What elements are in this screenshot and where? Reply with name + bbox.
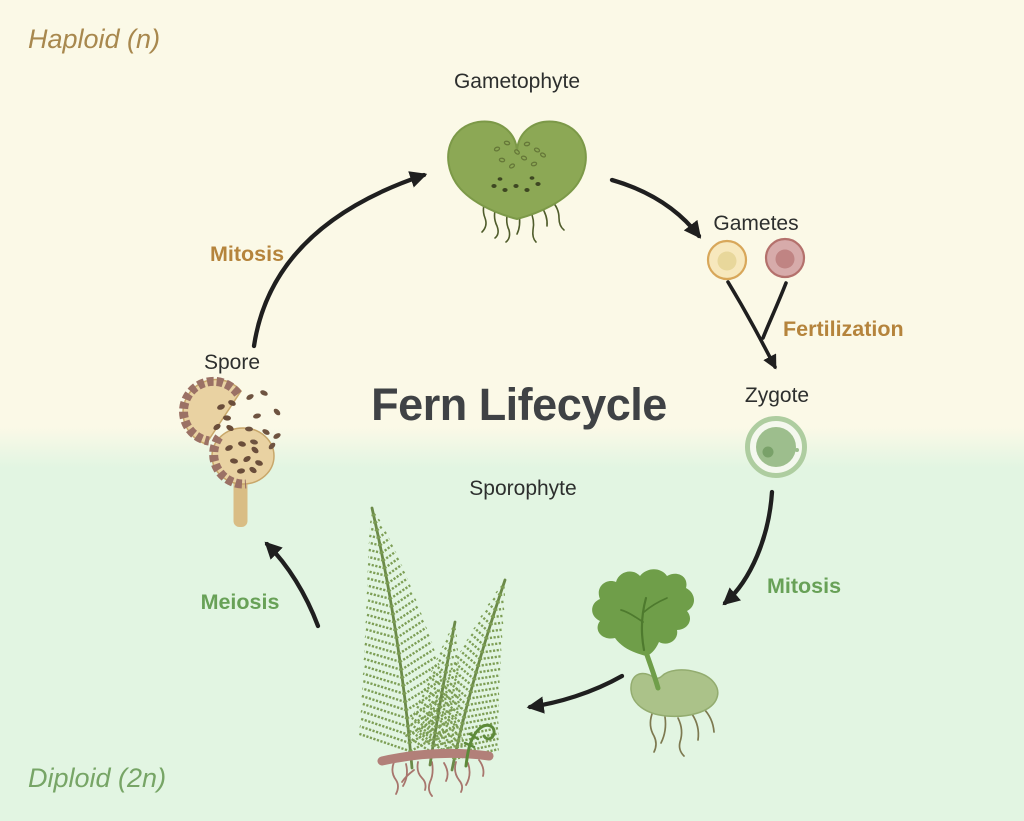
fern-roots-icon [391,759,485,797]
gametes-illustration [706,237,806,281]
upper-annulus-icon [179,376,242,446]
zygote-illustration [745,416,807,478]
haploid-phase-label: Haploid (n) [28,24,161,54]
egg-cell-icon [706,239,748,281]
flying-spores-icon [245,390,281,450]
arrow-young-sporophyte-to-fern [526,673,625,714]
spores-in-capsule-icon [213,400,263,474]
arrow-sperm-merge [761,281,788,340]
fern-rhizome-icon [377,748,494,766]
sperm-cell-icon [764,237,806,279]
leaf-veins-icon [620,596,668,652]
young-sporophyte-illustration [592,569,719,757]
mitosis-diploid-label: Mitosis [766,574,842,598]
cycle-arrows [251,171,788,714]
mitosis-haploid-label: Mitosis [209,242,285,266]
gametophyte-illustration [447,120,587,243]
zygote-cell-icon [756,427,796,467]
arrow-fern-to-spore [264,541,321,629]
diagram-title: Fern Lifecycle [371,379,667,430]
prothallus-base-icon [630,669,719,718]
arrow-gametophyte-to-gametes [609,177,702,239]
arrow-zygote-to-young-sporophyte [722,489,775,606]
gametophyte-dots-icon [491,176,541,192]
sporophyte-label: Sporophyte [469,477,577,500]
fiddlehead-icon [463,723,496,768]
lower-annulus-icon [209,434,247,489]
fern-fronds-icon [358,506,507,772]
spore-label: Spore [203,351,261,374]
gametes-label: Gametes [713,212,799,235]
zygote-speck-icon [795,448,799,452]
arrow-spore-to-gametophyte [251,171,428,349]
meiosis-label: Meiosis [200,590,280,614]
zygote-nucleus-icon [762,446,774,458]
sporangium-illustration [179,376,281,527]
zygote-label: Zygote [744,384,810,407]
fertilization-label: Fertilization [783,317,904,341]
gametophyte-heart-icon [447,120,587,221]
fern-illustration [358,506,507,797]
diploid-phase-label: Diploid (2n) [28,763,167,793]
gametophyte-label: Gametophyte [453,70,581,93]
arrow-egg-merge [726,280,777,370]
gametophyte-speckles-icon [493,140,547,169]
